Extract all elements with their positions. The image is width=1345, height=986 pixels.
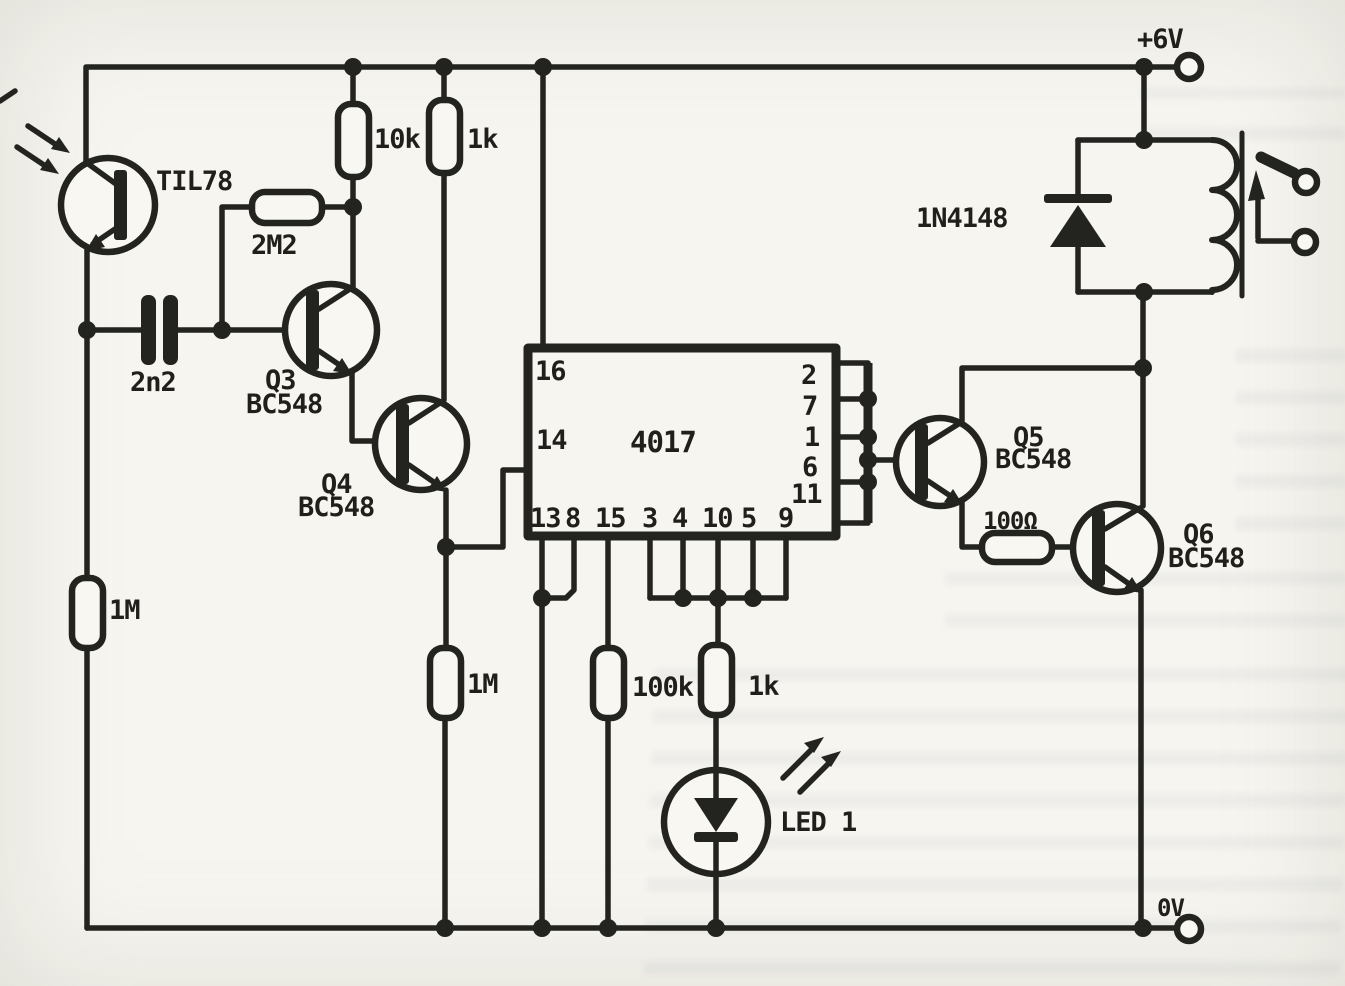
transistor-q3 <box>219 204 399 444</box>
q4-ref-label: Q4 <box>321 469 352 500</box>
ic-pin7-label: 7 <box>802 391 817 422</box>
phototransistor-til78 <box>14 123 159 333</box>
gnd-label: 0V <box>1157 894 1184 922</box>
ic-pin5-label: 5 <box>741 503 756 534</box>
ic-pin8-label: 8 <box>565 503 580 534</box>
ic-pin9-label: 9 <box>778 503 793 534</box>
emitter-arrow <box>1123 577 1142 593</box>
emitter-arrow <box>428 476 447 492</box>
q3-part-label: BC548 <box>246 389 322 420</box>
transistor-q4 <box>371 394 531 556</box>
transistor-q6 <box>1069 289 1165 931</box>
resistor-2m2-label: 2M2 <box>251 230 297 261</box>
relay-coil <box>1209 130 1245 299</box>
diode-1n4148 <box>1044 137 1112 295</box>
wire-to-pin14 <box>443 467 531 550</box>
positive-rail-wire <box>83 51 1205 166</box>
ic-pin4-label: 4 <box>672 503 688 534</box>
resistor-100k <box>589 644 628 722</box>
q5-part-label: BC548 <box>995 444 1071 475</box>
ic-bottom-pin-wires <box>533 533 789 931</box>
ic-pin15-label: 15 <box>595 503 626 534</box>
ic-pin6-label: 6 <box>802 452 817 483</box>
diode-label: 1N4148 <box>916 203 1008 234</box>
emitter-arrow <box>944 489 963 505</box>
ground-rail-wire <box>84 913 1205 945</box>
led-label: LED 1 <box>780 807 856 838</box>
gnd-terminal <box>1173 913 1205 945</box>
resistor-100k-label: 100k <box>632 672 694 703</box>
contact-terminal <box>1291 167 1321 197</box>
ic-part-label: 4017 <box>630 425 696 459</box>
resistor-10k <box>334 64 373 216</box>
emitter-arrow <box>333 358 352 374</box>
ic-pin14-label: 14 <box>536 425 567 456</box>
actuation-arrow <box>1248 170 1265 201</box>
resistor-1m-left <box>68 327 107 931</box>
resistor-1k-top-label: 1k <box>467 124 498 155</box>
q6-ref-label: Q6 <box>1183 519 1214 550</box>
light-arrows-icon <box>14 123 70 174</box>
ic-right-pin-wires <box>833 360 918 526</box>
ic-pin2-label: 2 <box>801 360 816 391</box>
resistor-1m-left-label: 1M <box>109 595 140 626</box>
transistor-q5 <box>892 359 1152 550</box>
led-light-arrows-icon <box>780 737 841 795</box>
resistor-1k-led <box>697 641 736 719</box>
ic-pin13-label: 13 <box>530 503 561 534</box>
relay-and-diode <box>1044 64 1321 301</box>
resistor-1m-mid <box>426 544 465 931</box>
ic-pin11-label: 11 <box>791 479 822 510</box>
resistor-100r-label: 100Ω <box>983 507 1037 535</box>
ic-4017 <box>523 64 841 541</box>
q6-part-label: BC548 <box>1168 543 1244 574</box>
ic-pin10-label: 10 <box>702 503 733 534</box>
contact-terminal <box>1290 227 1320 257</box>
led-branch <box>660 595 841 931</box>
cap-2n2-label: 2n2 <box>130 367 176 398</box>
q5-ref-label: Q5 <box>1013 422 1044 453</box>
emitter-arrow <box>86 234 105 251</box>
resistor-1k-top <box>425 64 464 403</box>
q4-part-label: BC548 <box>298 492 374 523</box>
q3-ref-label: Q3 <box>265 365 296 396</box>
resistor-1m-mid-label: 1M <box>467 669 498 700</box>
phototransistor-label: TIL78 <box>156 166 232 197</box>
relay-switch <box>1248 151 1321 257</box>
vcc-label: +6V <box>1137 24 1184 55</box>
resistor-10k-label: 10k <box>374 124 421 155</box>
ic-pin1-label: 1 <box>804 422 819 453</box>
capacitor-2n2 <box>78 295 231 365</box>
resistor-1k-led-label: 1k <box>748 671 779 702</box>
scan-mark <box>0 88 18 104</box>
ic-pin16-label: 16 <box>535 356 566 387</box>
vcc-terminal <box>1173 51 1205 83</box>
ic-pin3-label: 3 <box>642 503 657 534</box>
